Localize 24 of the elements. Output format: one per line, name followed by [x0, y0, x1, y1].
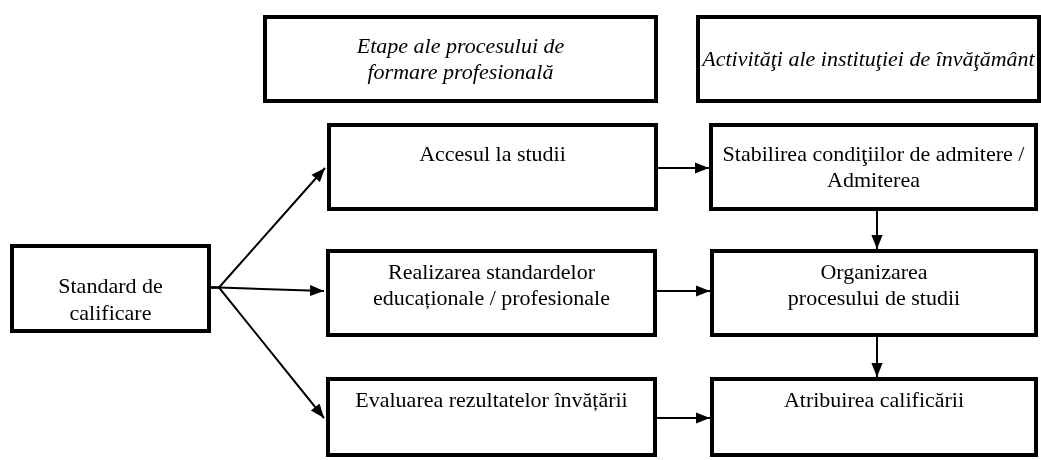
arrow — [871, 210, 883, 250]
process-box — [710, 377, 1038, 457]
arrow — [656, 412, 711, 424]
box-text: Realizarea standardelor educaționale / profesionale — [372, 259, 611, 312]
process-box — [710, 249, 1038, 337]
process-box — [326, 249, 657, 337]
process-box — [10, 244, 211, 333]
arrow — [656, 285, 711, 297]
arrow — [657, 162, 710, 174]
box-text: Atribuirea calificării — [783, 387, 965, 414]
box-text: Etape ale procesului de formare profesională — [355, 32, 566, 86]
arrow — [210, 286, 325, 419]
process-box — [327, 123, 658, 211]
box-text: Standard de calificare — [57, 273, 164, 326]
process-box — [709, 123, 1038, 211]
box-text: Stabilirea condiţiilor de admitere / Admiterea — [721, 141, 1026, 194]
column-header-box — [263, 15, 658, 103]
box-text: Evaluarea rezultatelor învățării — [355, 387, 628, 414]
box-text: Accesul la studii — [419, 141, 566, 168]
box-text: Activităţi ale instituţiei de învăţământ — [702, 45, 1035, 73]
process-box — [326, 377, 657, 457]
box-text: Organizarea procesului de studii — [786, 259, 962, 312]
column-header-box — [696, 15, 1041, 103]
arrow — [871, 336, 883, 378]
